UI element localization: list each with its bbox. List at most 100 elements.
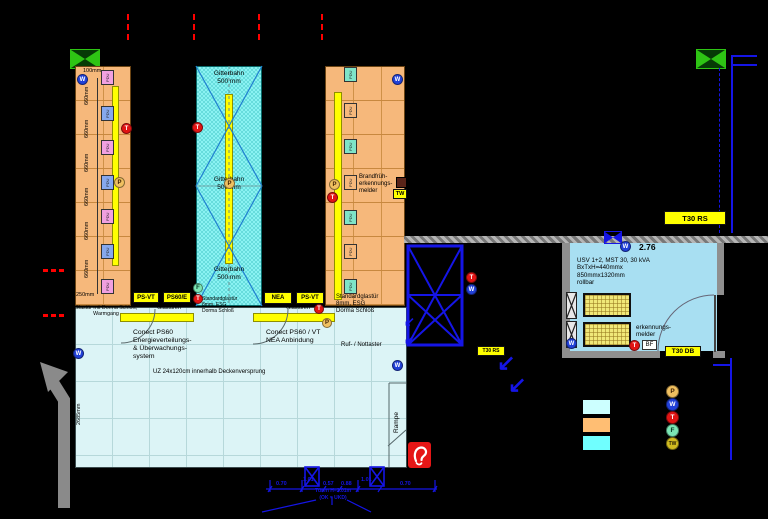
- dim-label-660mm: 660mm: [84, 119, 90, 139]
- tray-label-line1: Gitterbahn: [213, 266, 245, 273]
- dim-label-660mm: 660mm: [84, 221, 90, 241]
- dim-value: 0.57: [323, 481, 334, 487]
- wall: [713, 351, 725, 358]
- corridor-line: [719, 68, 720, 233]
- panel-label-nea: NEA: [264, 292, 292, 304]
- std-door-note: Standardglastür 8mm, ESG Dorma Schloß: [336, 294, 390, 315]
- water-detector-marker: W: [73, 348, 84, 359]
- usv-unit: [583, 322, 631, 347]
- dim-label-660mm: 660mm: [84, 153, 90, 173]
- fire-note-line3: melder: [359, 188, 378, 195]
- water-detector-marker: W: [77, 74, 88, 85]
- grid-reference-mark: [321, 14, 323, 40]
- water-detector-marker: W: [466, 284, 477, 295]
- usv-spec-line2: BxTxH=440mmx: [577, 264, 623, 272]
- dim-note: Türen H=2.01m: [315, 488, 351, 494]
- detector-note: erkennungs- melder: [636, 324, 690, 339]
- legend-t-marker: T: [666, 411, 679, 424]
- legend-swatch-hot: [583, 418, 610, 432]
- corridor-line: [731, 64, 757, 66]
- pdu-box: PDU: [101, 70, 114, 85]
- dim-value: 0.70: [276, 481, 287, 487]
- shaft-symbol: [406, 244, 464, 347]
- main-room: [75, 307, 407, 468]
- vent-damper-icon: [696, 49, 726, 69]
- p-marker: P: [224, 178, 235, 189]
- detector-note-line1: erkennungs-: [636, 324, 672, 331]
- std-door-line2: 8mm, ESG: [336, 301, 366, 308]
- escape-arrow-icon: ↙: [404, 332, 415, 347]
- corridor-line: [730, 358, 732, 460]
- conect-line4: system: [133, 353, 155, 361]
- glass-door-leaf: [253, 313, 335, 322]
- corridor-line: [731, 56, 733, 233]
- glass-door-leaf: [120, 313, 194, 322]
- door-damper-icon: [604, 231, 622, 244]
- usv-spec-line1: USV 1+2, MST 30, 30 kVA: [577, 257, 650, 264]
- pdu-box: PDU: [101, 140, 114, 155]
- dim-note: (OK = UKD): [319, 495, 347, 501]
- escape-arrow-icon: ↙: [508, 372, 527, 397]
- pdu-box: PDU: [344, 175, 357, 190]
- legend-swatch-cold: [583, 400, 610, 414]
- door-leaf: [714, 295, 716, 352]
- panel-label-ps-vt: PS-VT: [296, 292, 324, 304]
- fire-detection-note: Brandfrüh- erkennungs- melder: [359, 174, 401, 195]
- pdu-box: PDU: [344, 103, 357, 118]
- pdu-box: PDU: [344, 139, 357, 154]
- dim-value: 1.01: [303, 477, 314, 483]
- cable-tray-label: Gitterbahn 500 mm: [196, 266, 262, 281]
- fire-note-line1: Brandfrüh-: [359, 174, 388, 180]
- temp-sensor-marker: T: [466, 272, 477, 283]
- dim-label-660mm: 660mm: [84, 187, 90, 207]
- panel-label-ps60e: PS60/E: [163, 292, 191, 303]
- fire-marker: F: [193, 283, 203, 293]
- glass-door-note-left: Glastür mit Dorma Schloß, Warmgang: [72, 305, 140, 318]
- water-detector-marker: W: [392, 360, 403, 371]
- conect-line3: & Überwachungs-: [133, 345, 188, 353]
- usv-spec-line4: rollbar: [577, 278, 595, 286]
- door-symbol: [369, 466, 385, 487]
- corridor-line: [713, 364, 732, 366]
- detector-note-line2: melder: [636, 331, 656, 339]
- bf-box: BF: [642, 340, 657, 350]
- fire-door-label: T30 RS: [477, 346, 505, 356]
- p-marker: P: [114, 177, 125, 188]
- dim-label-250mm: 250mm: [76, 292, 95, 298]
- dim-value: 0.70: [400, 481, 411, 487]
- conect-line1: Conect PS60: [133, 329, 174, 336]
- usv-unit: [583, 293, 631, 317]
- pdu-box: PDU: [101, 106, 114, 121]
- fire-note-line2: erkennungs-: [359, 181, 393, 188]
- temp-sensor-marker: T: [314, 304, 324, 314]
- beam-note: UZ 24x120cm innerhalb Deckenversprung: [153, 369, 266, 375]
- room-height-dim: 2685mm: [76, 403, 82, 425]
- tray-label-line2: 500 mm: [217, 77, 241, 85]
- call-button-label: Ruf- / Nottaster: [341, 342, 382, 348]
- escape-arrow-icon: ↙: [404, 314, 415, 329]
- glass-door-left-line2: Warmgang: [93, 311, 119, 318]
- pdu-box: PDU: [344, 279, 357, 294]
- legend-p-marker: P: [666, 385, 679, 398]
- ramp-label: Rampe: [393, 412, 400, 434]
- legend-swatch-tray: [583, 436, 610, 450]
- temp-sensor-marker: T: [121, 123, 132, 134]
- vent-damper-icon: [70, 49, 100, 69]
- tray-label-line1: Gitterbahn: [213, 70, 245, 77]
- nea-note: Conect PS60 / VT NEA Anbindung: [266, 329, 330, 345]
- acoustic-alarm-icon: [408, 442, 431, 468]
- panel-label-ps-vt: PS-VT: [133, 292, 159, 303]
- pdu-box: PDU: [101, 244, 114, 259]
- elevation-mark: [43, 269, 64, 272]
- dimension-line: [97, 78, 98, 294]
- water-detector-marker: W: [620, 241, 631, 252]
- escape-arrow-icon: ↙: [497, 350, 516, 375]
- legend-tw-marker: TW: [666, 437, 679, 450]
- dim-value: 1.01: [361, 477, 372, 483]
- detector-icon: [396, 177, 407, 188]
- fire-door-label: T30 DB: [665, 346, 701, 357]
- dim-label-660mm: 660mm: [84, 259, 90, 279]
- pdu-box: PDU: [101, 175, 114, 190]
